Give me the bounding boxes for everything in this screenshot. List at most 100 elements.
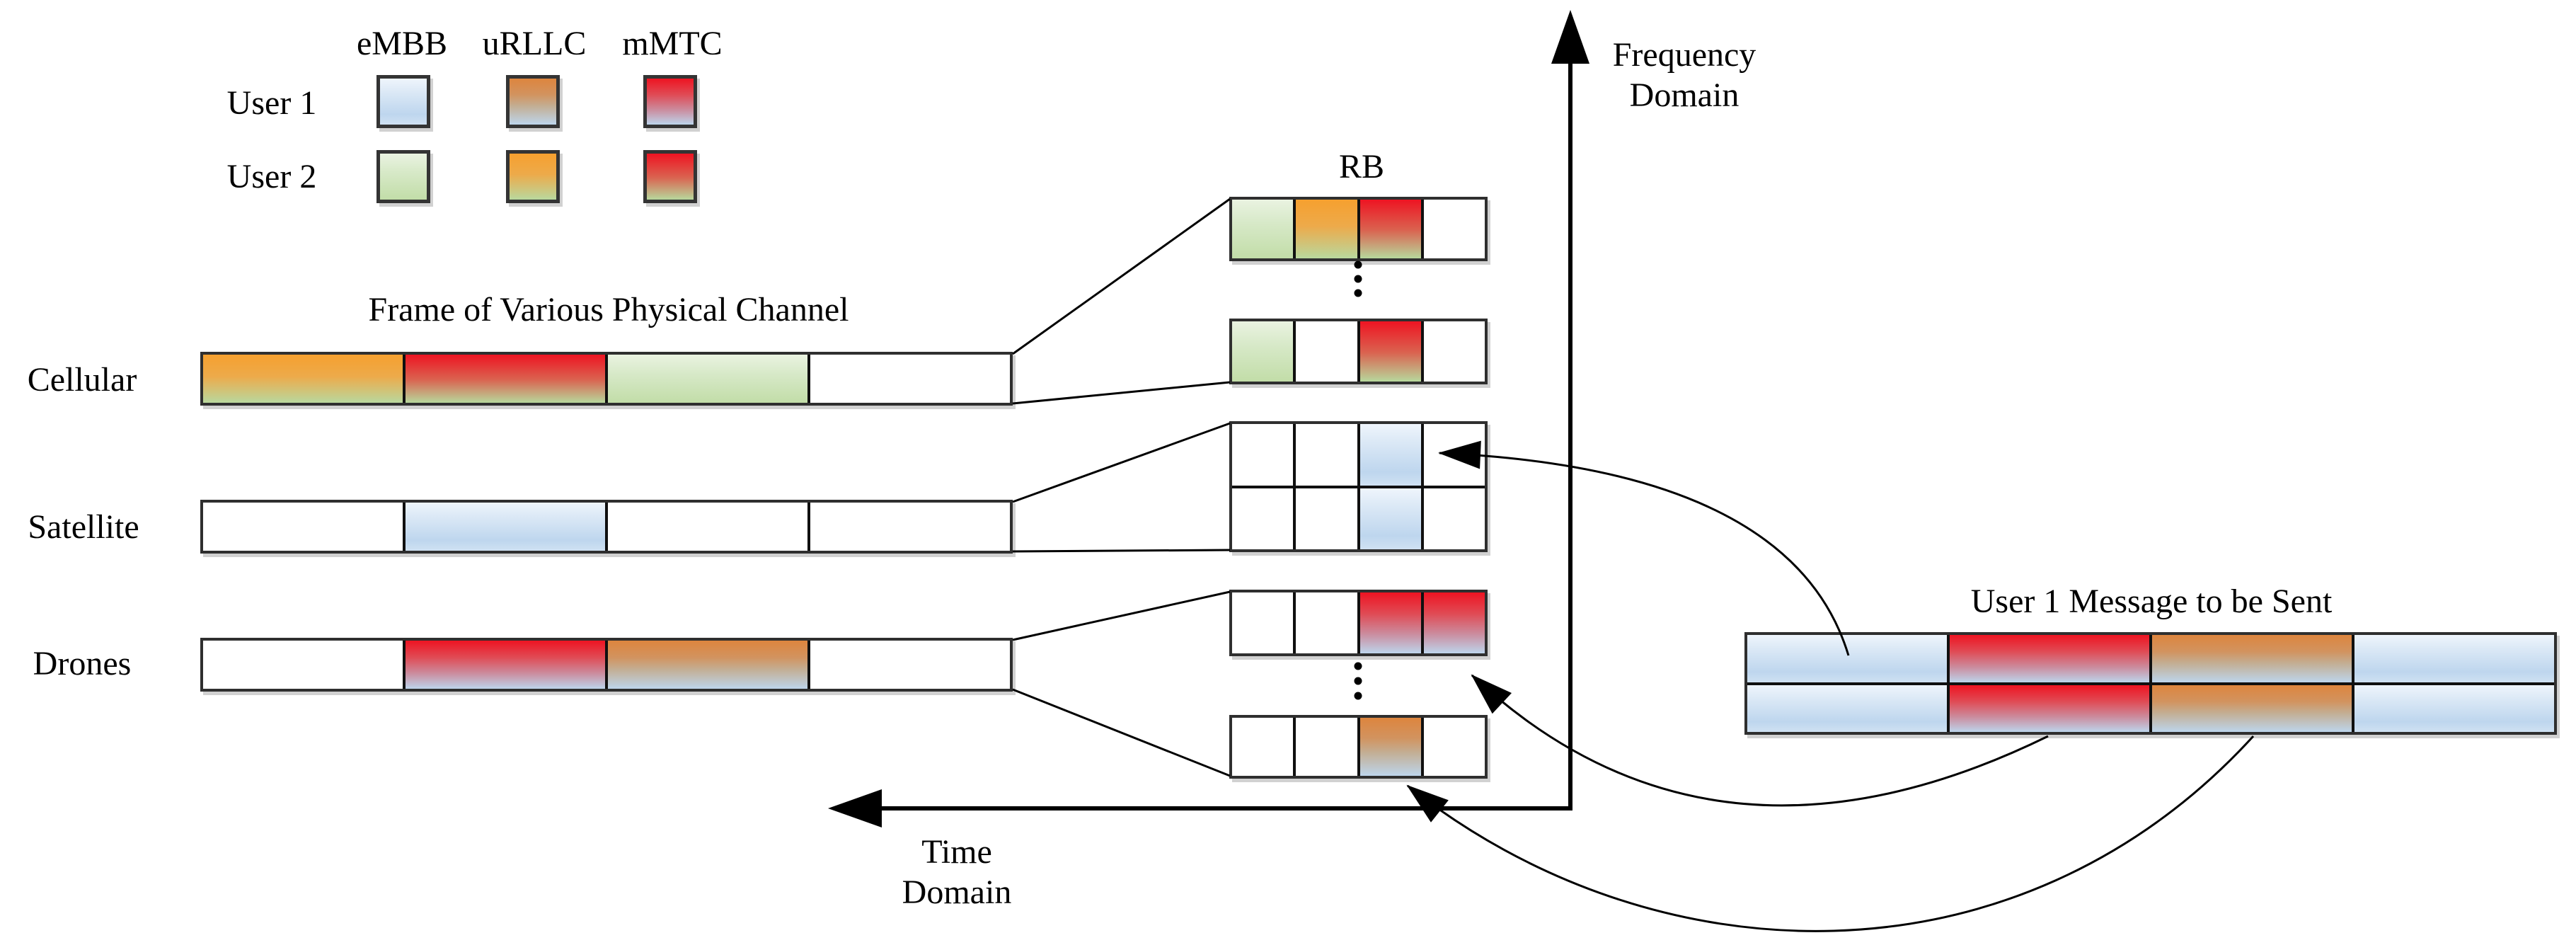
grid-cell-u1_embb xyxy=(1747,685,1947,732)
grid-row xyxy=(1232,424,1485,486)
cellular-rb-fan-line-bottom xyxy=(1012,381,1231,405)
grid-row xyxy=(1232,485,1485,549)
grid-cell-u2_embb xyxy=(1232,321,1294,382)
channel-label-satellite: Satellite xyxy=(28,508,139,546)
legend-user1-label: User 1 xyxy=(226,84,317,122)
grid-cell-white xyxy=(605,503,807,551)
drones-rb-fan-line-top xyxy=(1012,590,1231,641)
grid-cell-white xyxy=(1293,718,1357,776)
grid-cell-white xyxy=(1420,718,1485,776)
drones-rb-ellipsis-icon xyxy=(1354,692,1362,700)
grid-cell-u1_urllc xyxy=(605,641,807,689)
grid-cell-u1_mmtc xyxy=(1420,592,1485,653)
grid-cell-white xyxy=(1420,424,1485,486)
frequency-axis-label: Frequency Domain xyxy=(1613,35,1756,115)
grid-cell-u2_mmtc xyxy=(403,355,605,403)
grid-cell-white xyxy=(1293,424,1357,486)
time-axis-arrowhead-icon xyxy=(828,789,882,827)
legend-swatch-user2-embb xyxy=(376,150,430,203)
grid-cell-u2_urllc xyxy=(203,355,403,403)
satellite-rb-fan-line-bottom xyxy=(1012,549,1231,553)
legend-header-urllc: uRLLC xyxy=(482,25,587,62)
cellular-rb-fan-line-top xyxy=(1012,197,1231,355)
time-axis-label: Time Domain xyxy=(902,832,1012,912)
drones-rb-ellipsis-icon xyxy=(1354,662,1362,670)
grid-row xyxy=(1232,718,1485,776)
grid-cell-u1_urllc xyxy=(1357,718,1421,776)
grid-cell-white xyxy=(203,503,403,551)
time-axis-label-line1: Time xyxy=(921,833,992,871)
grid-cell-u2_embb xyxy=(605,355,807,403)
grid-cell-white xyxy=(1420,488,1485,549)
grid-row xyxy=(1232,321,1485,382)
grid-cell-white xyxy=(807,641,1010,689)
grid-cell-white xyxy=(1293,321,1357,382)
frame-title: Frame of Various Physical Channel xyxy=(368,291,849,328)
grid-cell-u1_embb xyxy=(1747,635,1947,682)
cellular-rb-ellipsis-icon xyxy=(1354,275,1362,283)
grid-row xyxy=(1232,200,1485,258)
grid-cell-u1_embb xyxy=(2352,685,2554,732)
grid-row xyxy=(203,503,1010,551)
grid-row xyxy=(203,641,1010,689)
grid-cell-white xyxy=(1293,592,1357,653)
grid-cell-white xyxy=(1420,200,1485,258)
legend-swatch-user2-urllc xyxy=(506,150,560,203)
rb-label: RB xyxy=(1338,148,1385,185)
grid-cell-white xyxy=(807,503,1010,551)
drones-rb-grid-top xyxy=(1229,590,1488,656)
satellite-rb-grid xyxy=(1229,421,1488,552)
grid-cell-u2_embb xyxy=(1232,200,1294,258)
grid-cell-white xyxy=(1420,321,1485,382)
frequency-axis-label-line2: Domain xyxy=(1629,76,1740,114)
message-title: User 1 Message to be Sent xyxy=(1970,583,2333,620)
grid-cell-white xyxy=(1232,424,1294,486)
grid-cell-u2_mmtc xyxy=(1357,200,1421,258)
satellite-frame-bar xyxy=(200,500,1013,554)
cellular-frame-bar xyxy=(200,352,1013,406)
cellular-rb-grid-bottom xyxy=(1229,319,1488,384)
grid-cell-u2_mmtc xyxy=(1357,321,1421,382)
legend-swatch-user1-urllc xyxy=(506,75,560,128)
grid-cell-u1_mmtc xyxy=(1947,685,2149,732)
legend-user2-label: User 2 xyxy=(226,158,317,195)
cellular-rb-grid-top xyxy=(1229,197,1488,261)
drones-frame-bar xyxy=(200,638,1013,692)
channel-label-cellular: Cellular xyxy=(27,361,137,399)
grid-cell-white xyxy=(1232,488,1294,549)
grid-cell-u1_embb xyxy=(2352,635,2554,682)
grid-cell-white xyxy=(1293,488,1357,549)
grid-cell-white xyxy=(1232,592,1294,653)
arrow-message-to-satellite-rb xyxy=(1438,440,1850,656)
grid-row xyxy=(1232,592,1485,653)
cellular-rb-ellipsis-icon xyxy=(1354,260,1362,269)
drones-rb-fan-line-bottom xyxy=(1012,688,1231,777)
grid-cell-u2_urllc xyxy=(1293,200,1357,258)
legend-swatch-user2-mmtc xyxy=(643,150,697,203)
legend-header-mmtc: mMTC xyxy=(622,25,723,62)
legend-header-embb: eMBB xyxy=(356,25,448,62)
message-grid xyxy=(1744,632,2557,735)
drones-rb-grid-bottom xyxy=(1229,715,1488,779)
cellular-rb-ellipsis-icon xyxy=(1354,289,1362,297)
channel-label-drones: Drones xyxy=(33,645,132,682)
grid-row xyxy=(1747,682,2554,732)
frequency-axis-label-line1: Frequency xyxy=(1612,36,1756,74)
grid-cell-u1_embb xyxy=(1357,424,1421,486)
drones-rb-ellipsis-icon xyxy=(1354,677,1362,685)
legend-swatch-user1-embb xyxy=(376,75,430,128)
grid-cell-u1_mmtc xyxy=(1947,635,2149,682)
grid-cell-white xyxy=(807,355,1010,403)
grid-cell-u1_mmtc xyxy=(1357,592,1421,653)
grid-row xyxy=(1747,635,2554,682)
frequency-axis-arrowhead-icon xyxy=(1551,10,1589,64)
arrow-message-to-drones-rb-urllc xyxy=(1406,735,2255,932)
legend-swatch-user1-mmtc xyxy=(643,75,697,128)
satellite-rb-fan-line-top xyxy=(1012,422,1231,503)
grid-cell-u1_embb xyxy=(403,503,605,551)
grid-cell-white xyxy=(1232,718,1294,776)
time-axis-label-line2: Domain xyxy=(902,873,1012,911)
grid-cell-u1_mmtc xyxy=(403,641,605,689)
grid-cell-u1_embb xyxy=(1357,488,1421,549)
